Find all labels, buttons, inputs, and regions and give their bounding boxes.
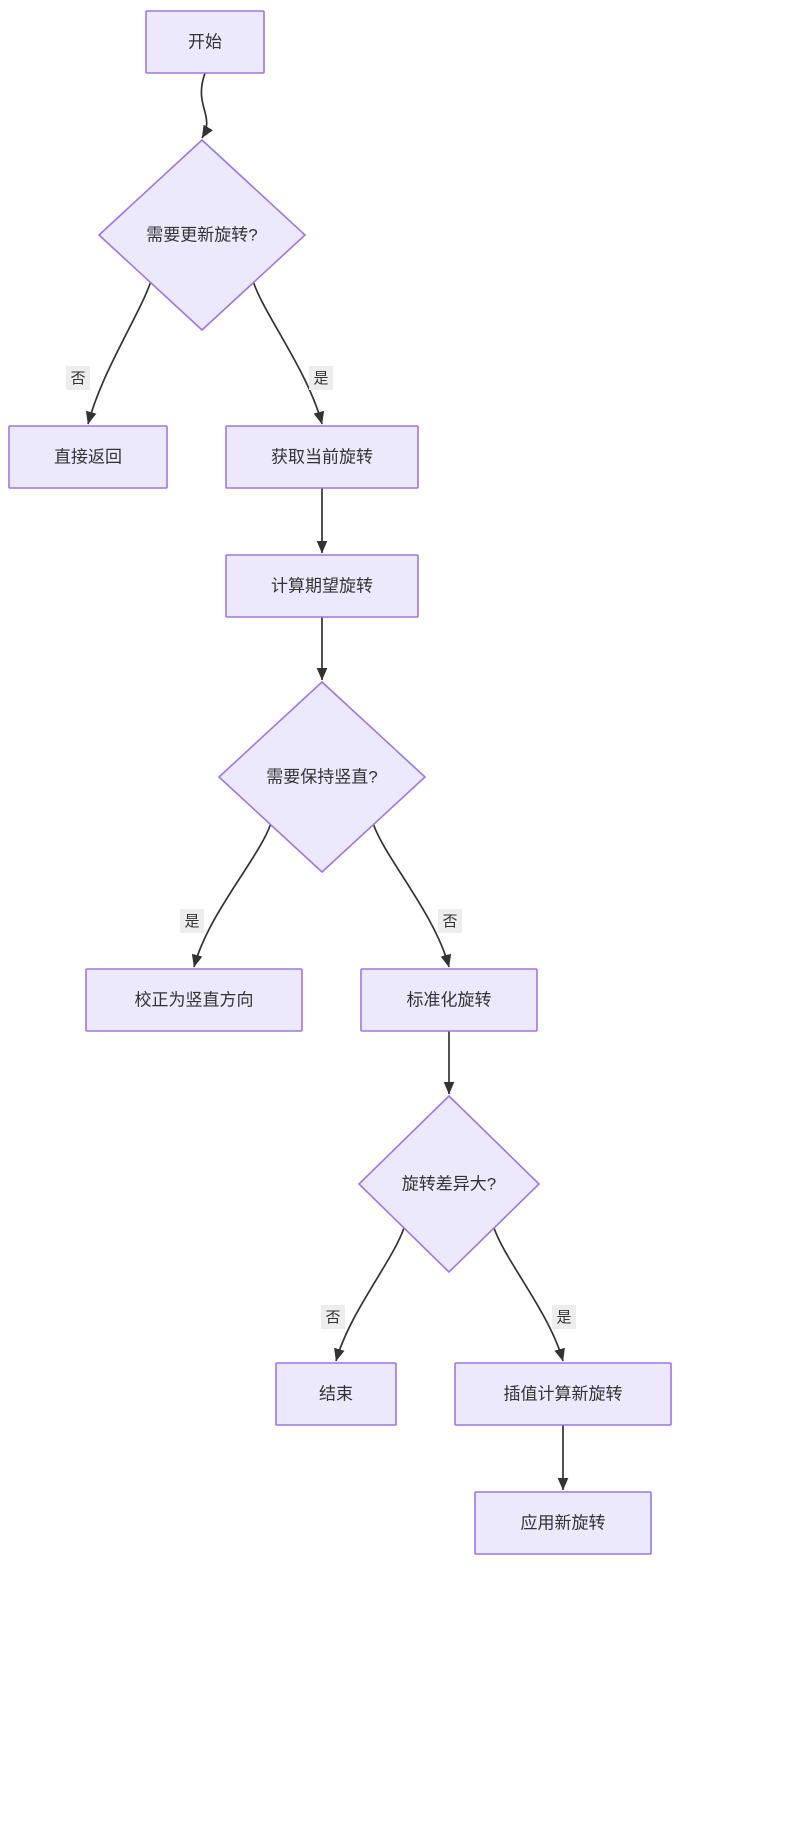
edge-need_rot-to-ret bbox=[85, 282, 152, 425]
node-shape-rect bbox=[360, 968, 538, 1032]
edge-need_rot-to-get_cur bbox=[252, 282, 325, 425]
edge-big_diff-to-slerp bbox=[493, 1227, 565, 1362]
node-align_up[interactable]: 校正为竖直方向 bbox=[85, 968, 303, 1032]
node-label-align_up: 校正为竖直方向 bbox=[135, 990, 254, 1009]
node-shape-diamond bbox=[97, 138, 307, 332]
edge-label-text: 否 bbox=[70, 370, 85, 387]
node-get_cur[interactable]: 获取当前旋转 bbox=[225, 425, 419, 489]
node-shape-diamond bbox=[217, 680, 427, 874]
edge-label-chip bbox=[321, 1305, 345, 1329]
edge-big_diff-to-end bbox=[334, 1227, 405, 1362]
edge-label-chip bbox=[552, 1305, 576, 1329]
edge-label-big_diff-slerp: 是 bbox=[552, 1305, 576, 1329]
edge-label-big_diff-end: 否 bbox=[321, 1305, 345, 1329]
edge-label-chip bbox=[66, 366, 90, 390]
node-label-slerp: 插值计算新旋转 bbox=[504, 1384, 623, 1403]
node-apply[interactable]: 应用新旋转 bbox=[474, 1491, 652, 1555]
node-shape-rect bbox=[474, 1491, 652, 1555]
node-label-start: 开始 bbox=[188, 32, 222, 51]
edge-labels-layer: 否是是否否是 bbox=[66, 366, 576, 1329]
node-label-big_diff: 旋转差异大? bbox=[402, 1174, 496, 1193]
edge-label-text: 是 bbox=[313, 370, 328, 387]
node-normalize[interactable]: 标准化旋转 bbox=[360, 968, 538, 1032]
edge-label-keep_up-align_up: 是 bbox=[180, 909, 204, 933]
node-shape-rect bbox=[225, 425, 419, 489]
node-label-calc_want: 计算期望旋转 bbox=[271, 576, 373, 595]
node-label-need_rot: 需要更新旋转? bbox=[146, 225, 257, 244]
node-start[interactable]: 开始 bbox=[145, 10, 265, 74]
node-shape-rect bbox=[454, 1362, 672, 1426]
edge-label-need_rot-get_cur: 是 bbox=[309, 366, 333, 390]
node-label-ret: 直接返回 bbox=[54, 447, 122, 466]
node-ret[interactable]: 直接返回 bbox=[8, 425, 168, 489]
node-shape-rect bbox=[8, 425, 168, 489]
node-label-end: 结束 bbox=[319, 1384, 353, 1403]
node-label-keep_up: 需要保持竖直? bbox=[266, 767, 377, 786]
edge-label-text: 否 bbox=[325, 1309, 340, 1326]
edge-label-keep_up-normalize: 否 bbox=[438, 909, 462, 933]
edges-layer bbox=[85, 72, 569, 1491]
node-slerp[interactable]: 插值计算新旋转 bbox=[454, 1362, 672, 1426]
node-label-get_cur: 获取当前旋转 bbox=[271, 447, 373, 466]
edge-label-chip bbox=[180, 909, 204, 933]
node-shape-rect bbox=[275, 1362, 397, 1426]
edge-label-chip bbox=[438, 909, 462, 933]
node-shape-rect bbox=[225, 554, 419, 618]
node-label-apply: 应用新旋转 bbox=[521, 1513, 606, 1532]
node-calc_want[interactable]: 计算期望旋转 bbox=[225, 554, 419, 618]
edge-keep_up-to-align_up bbox=[191, 824, 272, 968]
node-label-normalize: 标准化旋转 bbox=[407, 990, 492, 1009]
edge-label-chip bbox=[309, 366, 333, 390]
edge-start-to-need_rot bbox=[200, 72, 213, 139]
node-need_rot[interactable]: 需要更新旋转? bbox=[97, 138, 307, 332]
node-keep_up[interactable]: 需要保持竖直? bbox=[217, 680, 427, 874]
node-shape-rect bbox=[145, 10, 265, 74]
node-big_diff[interactable]: 旋转差异大? bbox=[357, 1094, 541, 1274]
edge-label-need_rot-ret: 否 bbox=[66, 366, 90, 390]
edge-label-text: 是 bbox=[556, 1309, 571, 1326]
edge-label-text: 是 bbox=[184, 913, 199, 930]
node-shape-diamond bbox=[357, 1094, 541, 1274]
node-shape-rect bbox=[85, 968, 303, 1032]
edge-keep_up-to-normalize bbox=[372, 824, 452, 968]
edge-label-text: 否 bbox=[442, 913, 457, 930]
node-end[interactable]: 结束 bbox=[275, 1362, 397, 1426]
